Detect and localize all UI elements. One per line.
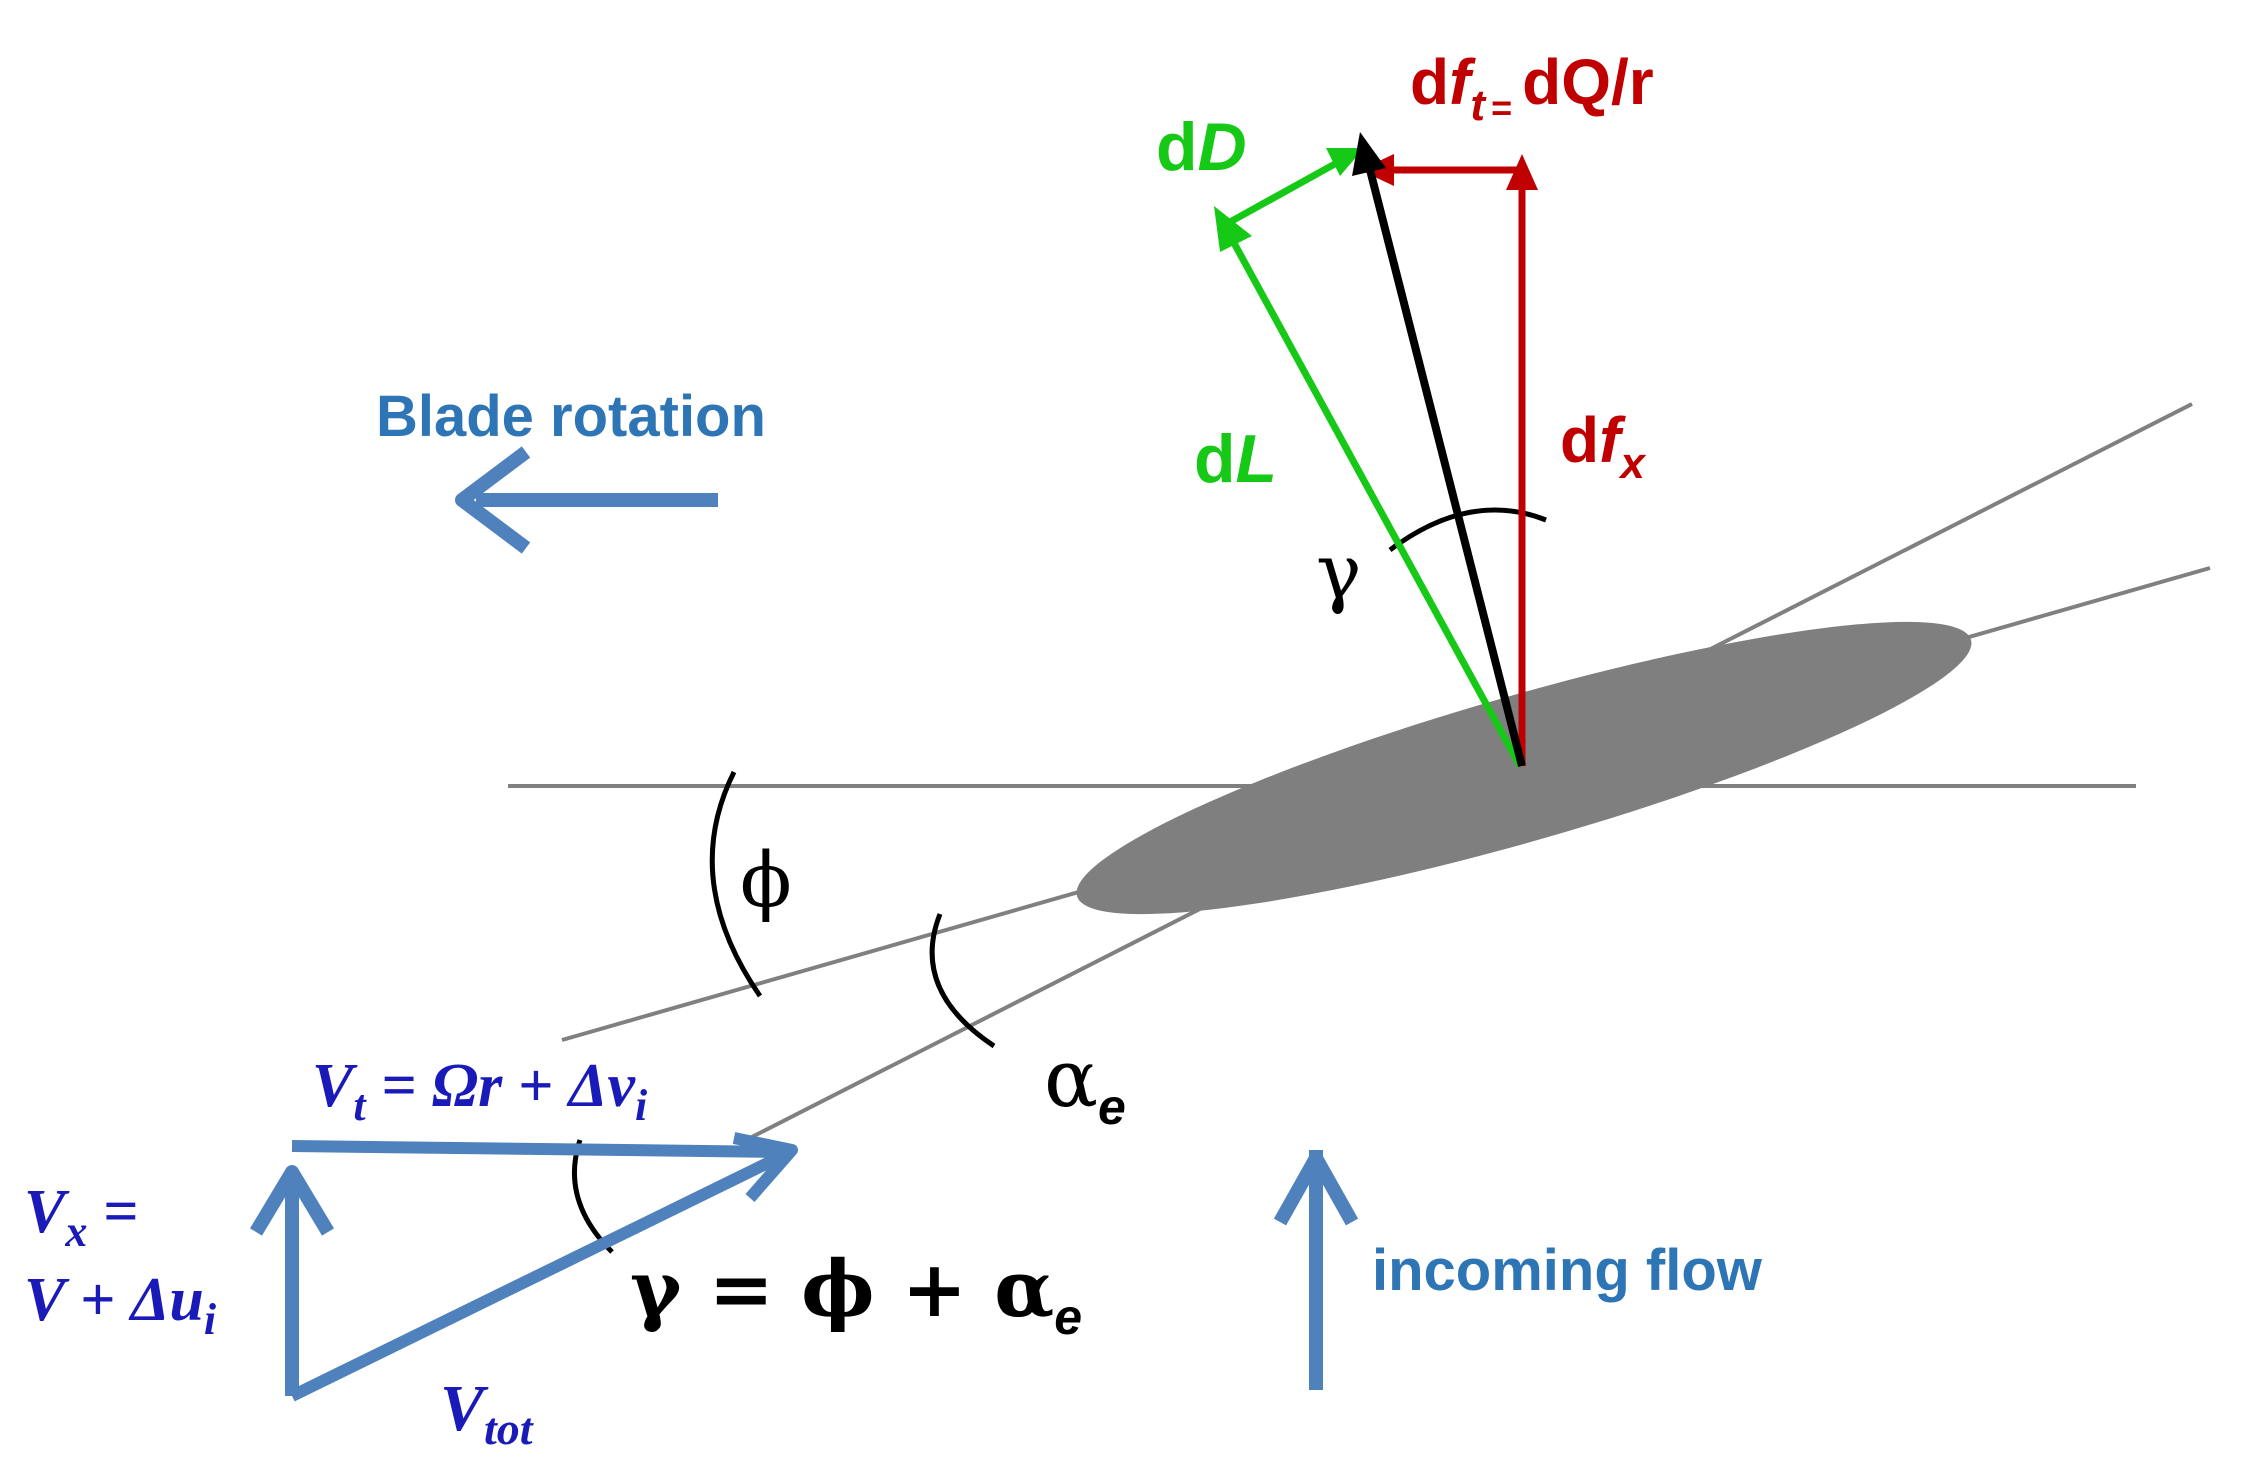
total-velocity-arrowhead xyxy=(732,1132,798,1202)
gamma-label: γ xyxy=(1316,527,1361,616)
blade-rotation-arrowhead xyxy=(455,446,531,554)
axial-velocity-label-line1: Vx = xyxy=(24,1178,138,1256)
phi-angle-arc xyxy=(709,770,763,998)
gamma-equation-label: γ = ϕ + αe xyxy=(630,1244,1082,1345)
alpha-e-angle-arc xyxy=(929,913,996,1049)
gamma-velocity-angle-arc xyxy=(572,1139,614,1254)
airfoil-section xyxy=(1076,621,1972,915)
lift-arrowhead xyxy=(1214,206,1252,252)
drag-arrowhead xyxy=(1326,148,1364,176)
total-velocity-label: Vtot xyxy=(440,1372,534,1454)
incoming-flow-label: incoming flow xyxy=(1372,1238,1763,1303)
axial-force-arrowhead xyxy=(1506,154,1538,190)
blade-rotation-label: Blade rotation xyxy=(376,384,766,449)
resultant-force-vector xyxy=(1364,161,1526,767)
drag-label: dD xyxy=(1156,109,1247,185)
axial-velocity-label-line2: V + Δui xyxy=(24,1266,217,1344)
total-velocity-vector xyxy=(289,1152,781,1402)
resultant-arrowhead xyxy=(1352,132,1386,176)
incoming-flow-arrowhead xyxy=(1273,1151,1359,1226)
tangential-force-label: dft=dQ/r xyxy=(1410,46,1654,130)
axial-velocity-arrowhead xyxy=(249,1165,335,1236)
axial-force-label: dfx xyxy=(1560,404,1646,488)
drag-vector xyxy=(1228,156,1344,226)
gamma-angle-arc xyxy=(1388,507,1547,553)
phi-label: ϕ xyxy=(740,835,792,924)
lift-vector xyxy=(1224,230,1524,768)
alpha-e-label: αe xyxy=(1044,1032,1126,1135)
lift-label: dL xyxy=(1194,421,1277,497)
tangential-velocity-label: Vt = Ωr + Δvi xyxy=(312,1052,648,1130)
tangential-velocity-vector xyxy=(291,1140,787,1158)
